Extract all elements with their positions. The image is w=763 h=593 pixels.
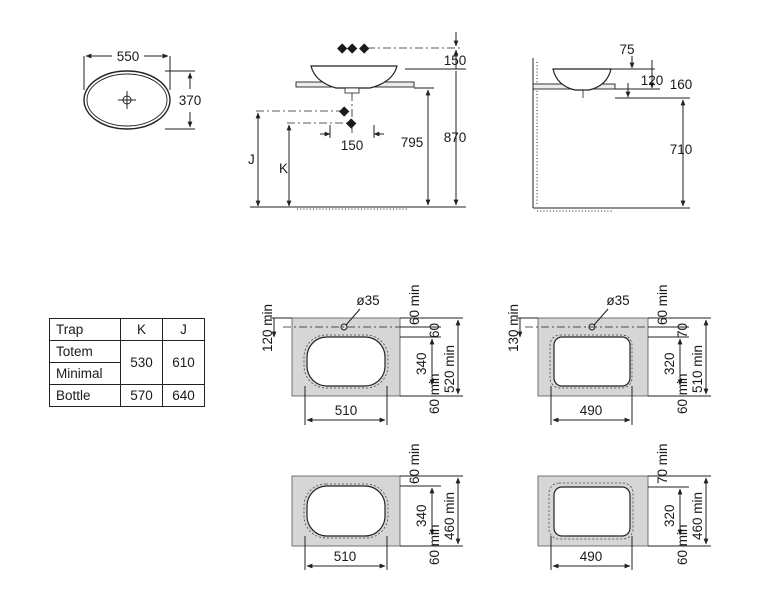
width-label: 490 xyxy=(580,403,603,418)
height-label: 340 xyxy=(414,352,429,375)
right-70-label: 70 xyxy=(675,323,690,338)
side-view: 75 120 160 710 xyxy=(532,42,693,212)
j-label: J xyxy=(248,152,255,167)
header-j: J xyxy=(162,318,205,341)
dim-160-label: 160 xyxy=(670,77,693,92)
trap-height-table: Trap K J Totem 530 610 Minimal Bottle 57… xyxy=(49,318,205,407)
bottom-min-label: 60 min xyxy=(427,373,442,414)
dim-120-label: 120 xyxy=(641,73,664,88)
width-label: 490 xyxy=(580,549,603,564)
bottom-min-label: 60 min xyxy=(675,373,690,414)
width-label: 510 xyxy=(335,403,358,418)
total-label: 510 min xyxy=(690,345,705,393)
top-view: 550 370 xyxy=(83,49,202,130)
svg-text:◆: ◆ xyxy=(339,103,350,118)
row-k-value: 570 xyxy=(120,384,163,407)
right-top-label: 60 min xyxy=(407,443,422,484)
basin-outline-inner xyxy=(86,73,168,127)
front-view: ◆ ◆ ◆ 150 ◆ ◆ 150 J K 795 870 xyxy=(248,32,467,210)
table-header-row: Trap K J xyxy=(49,318,205,341)
right-top-label: 70 min xyxy=(655,443,670,484)
row-label-bottle: Bottle xyxy=(49,384,121,407)
svg-text:◆: ◆ xyxy=(347,40,358,55)
dim-710-label: 710 xyxy=(670,142,693,157)
tap-hole-icon xyxy=(588,323,596,331)
header-trap: Trap xyxy=(49,318,121,341)
right-top-label: 60 min xyxy=(655,284,670,325)
height-label: 320 xyxy=(662,352,677,375)
cutout-a: ø35 120 min 60 min 60 340 520 min 60 min… xyxy=(260,284,463,425)
table-row: Bottle 570 640 xyxy=(49,384,205,407)
height-label: 320 xyxy=(662,504,677,527)
width-label: 510 xyxy=(334,549,357,564)
svg-text:◆: ◆ xyxy=(337,40,348,55)
cutout-c: 60 min 340 460 min 60 min 510 xyxy=(291,443,463,570)
waste-offset-top-label: 150 xyxy=(444,53,467,68)
row-j-value: 640 xyxy=(162,384,205,407)
total-label: 460 min xyxy=(690,492,705,540)
table-row: Minimal xyxy=(49,362,205,385)
row-k-value: 530 xyxy=(120,340,163,385)
total-label: 520 min xyxy=(442,345,457,393)
bottom-min-label: 60 min xyxy=(675,524,690,565)
height-870-label: 870 xyxy=(444,130,467,145)
row-label-totem: Totem xyxy=(49,340,121,363)
top-min-label: 120 min xyxy=(260,304,275,352)
table-row: Totem 530 610 xyxy=(49,340,205,385)
waste-offset-bottom-label: 150 xyxy=(341,138,364,153)
svg-text:◆: ◆ xyxy=(359,40,370,55)
right-60-label: 60 xyxy=(427,323,442,338)
tap-hole-label: ø35 xyxy=(606,293,629,308)
height-label: 340 xyxy=(414,504,429,527)
svg-text:◆: ◆ xyxy=(346,115,357,130)
dim-75-label: 75 xyxy=(619,42,634,57)
header-k: K xyxy=(120,318,163,341)
tap-hole-icon xyxy=(340,323,348,331)
basin-section xyxy=(310,65,398,89)
side-basin-section xyxy=(552,68,612,91)
height-795-label: 795 xyxy=(401,135,424,150)
right-top-label: 60 min xyxy=(407,284,422,325)
depth-label: 370 xyxy=(179,93,202,108)
row-label-minimal: Minimal xyxy=(49,362,121,385)
cutout-d: 70 min 320 460 min 60 min 490 xyxy=(537,443,711,570)
row-j-value: 610 xyxy=(162,340,205,385)
total-label: 460 min xyxy=(442,492,457,540)
cutout-b: ø35 130 min 60 min 70 320 510 min 60 min… xyxy=(506,284,711,425)
width-label: 550 xyxy=(117,49,140,64)
top-min-label: 130 min xyxy=(506,304,521,352)
k-label: K xyxy=(279,161,288,176)
tap-hole-label: ø35 xyxy=(356,293,379,308)
bottom-min-label: 60 min xyxy=(427,524,442,565)
